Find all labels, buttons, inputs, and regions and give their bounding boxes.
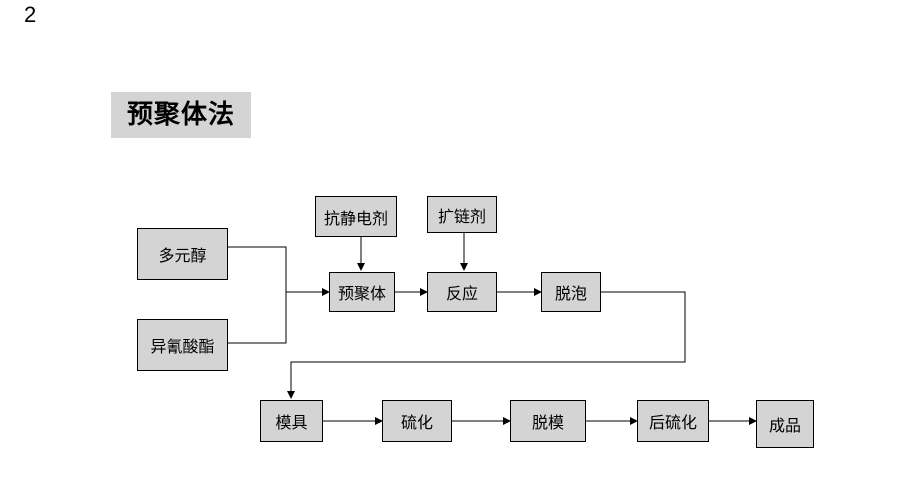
slide-title: 预聚体法 bbox=[111, 92, 251, 138]
node-antistatic-agent: 抗静电剂 bbox=[315, 196, 397, 237]
connector-polyol bbox=[228, 246, 287, 292]
connector-isocyanate bbox=[228, 292, 287, 344]
node-demold: 脱模 bbox=[510, 400, 586, 442]
node-mold: 模具 bbox=[260, 400, 323, 442]
connector-degassing-to-mold bbox=[287, 291, 686, 399]
node-prepolymer: 预聚体 bbox=[329, 272, 395, 312]
page-number: 2 bbox=[24, 2, 37, 27]
node-finished-product: 成品 bbox=[756, 400, 814, 448]
node-polyol: 多元醇 bbox=[137, 228, 228, 280]
node-degassing: 脱泡 bbox=[541, 272, 601, 312]
node-post-curing: 后硫化 bbox=[637, 400, 709, 442]
node-chain-extender: 扩链剂 bbox=[427, 196, 497, 233]
node-reaction: 反应 bbox=[427, 272, 497, 312]
node-curing: 硫化 bbox=[382, 400, 452, 442]
node-isocyanate: 异氰酸酯 bbox=[137, 319, 228, 371]
